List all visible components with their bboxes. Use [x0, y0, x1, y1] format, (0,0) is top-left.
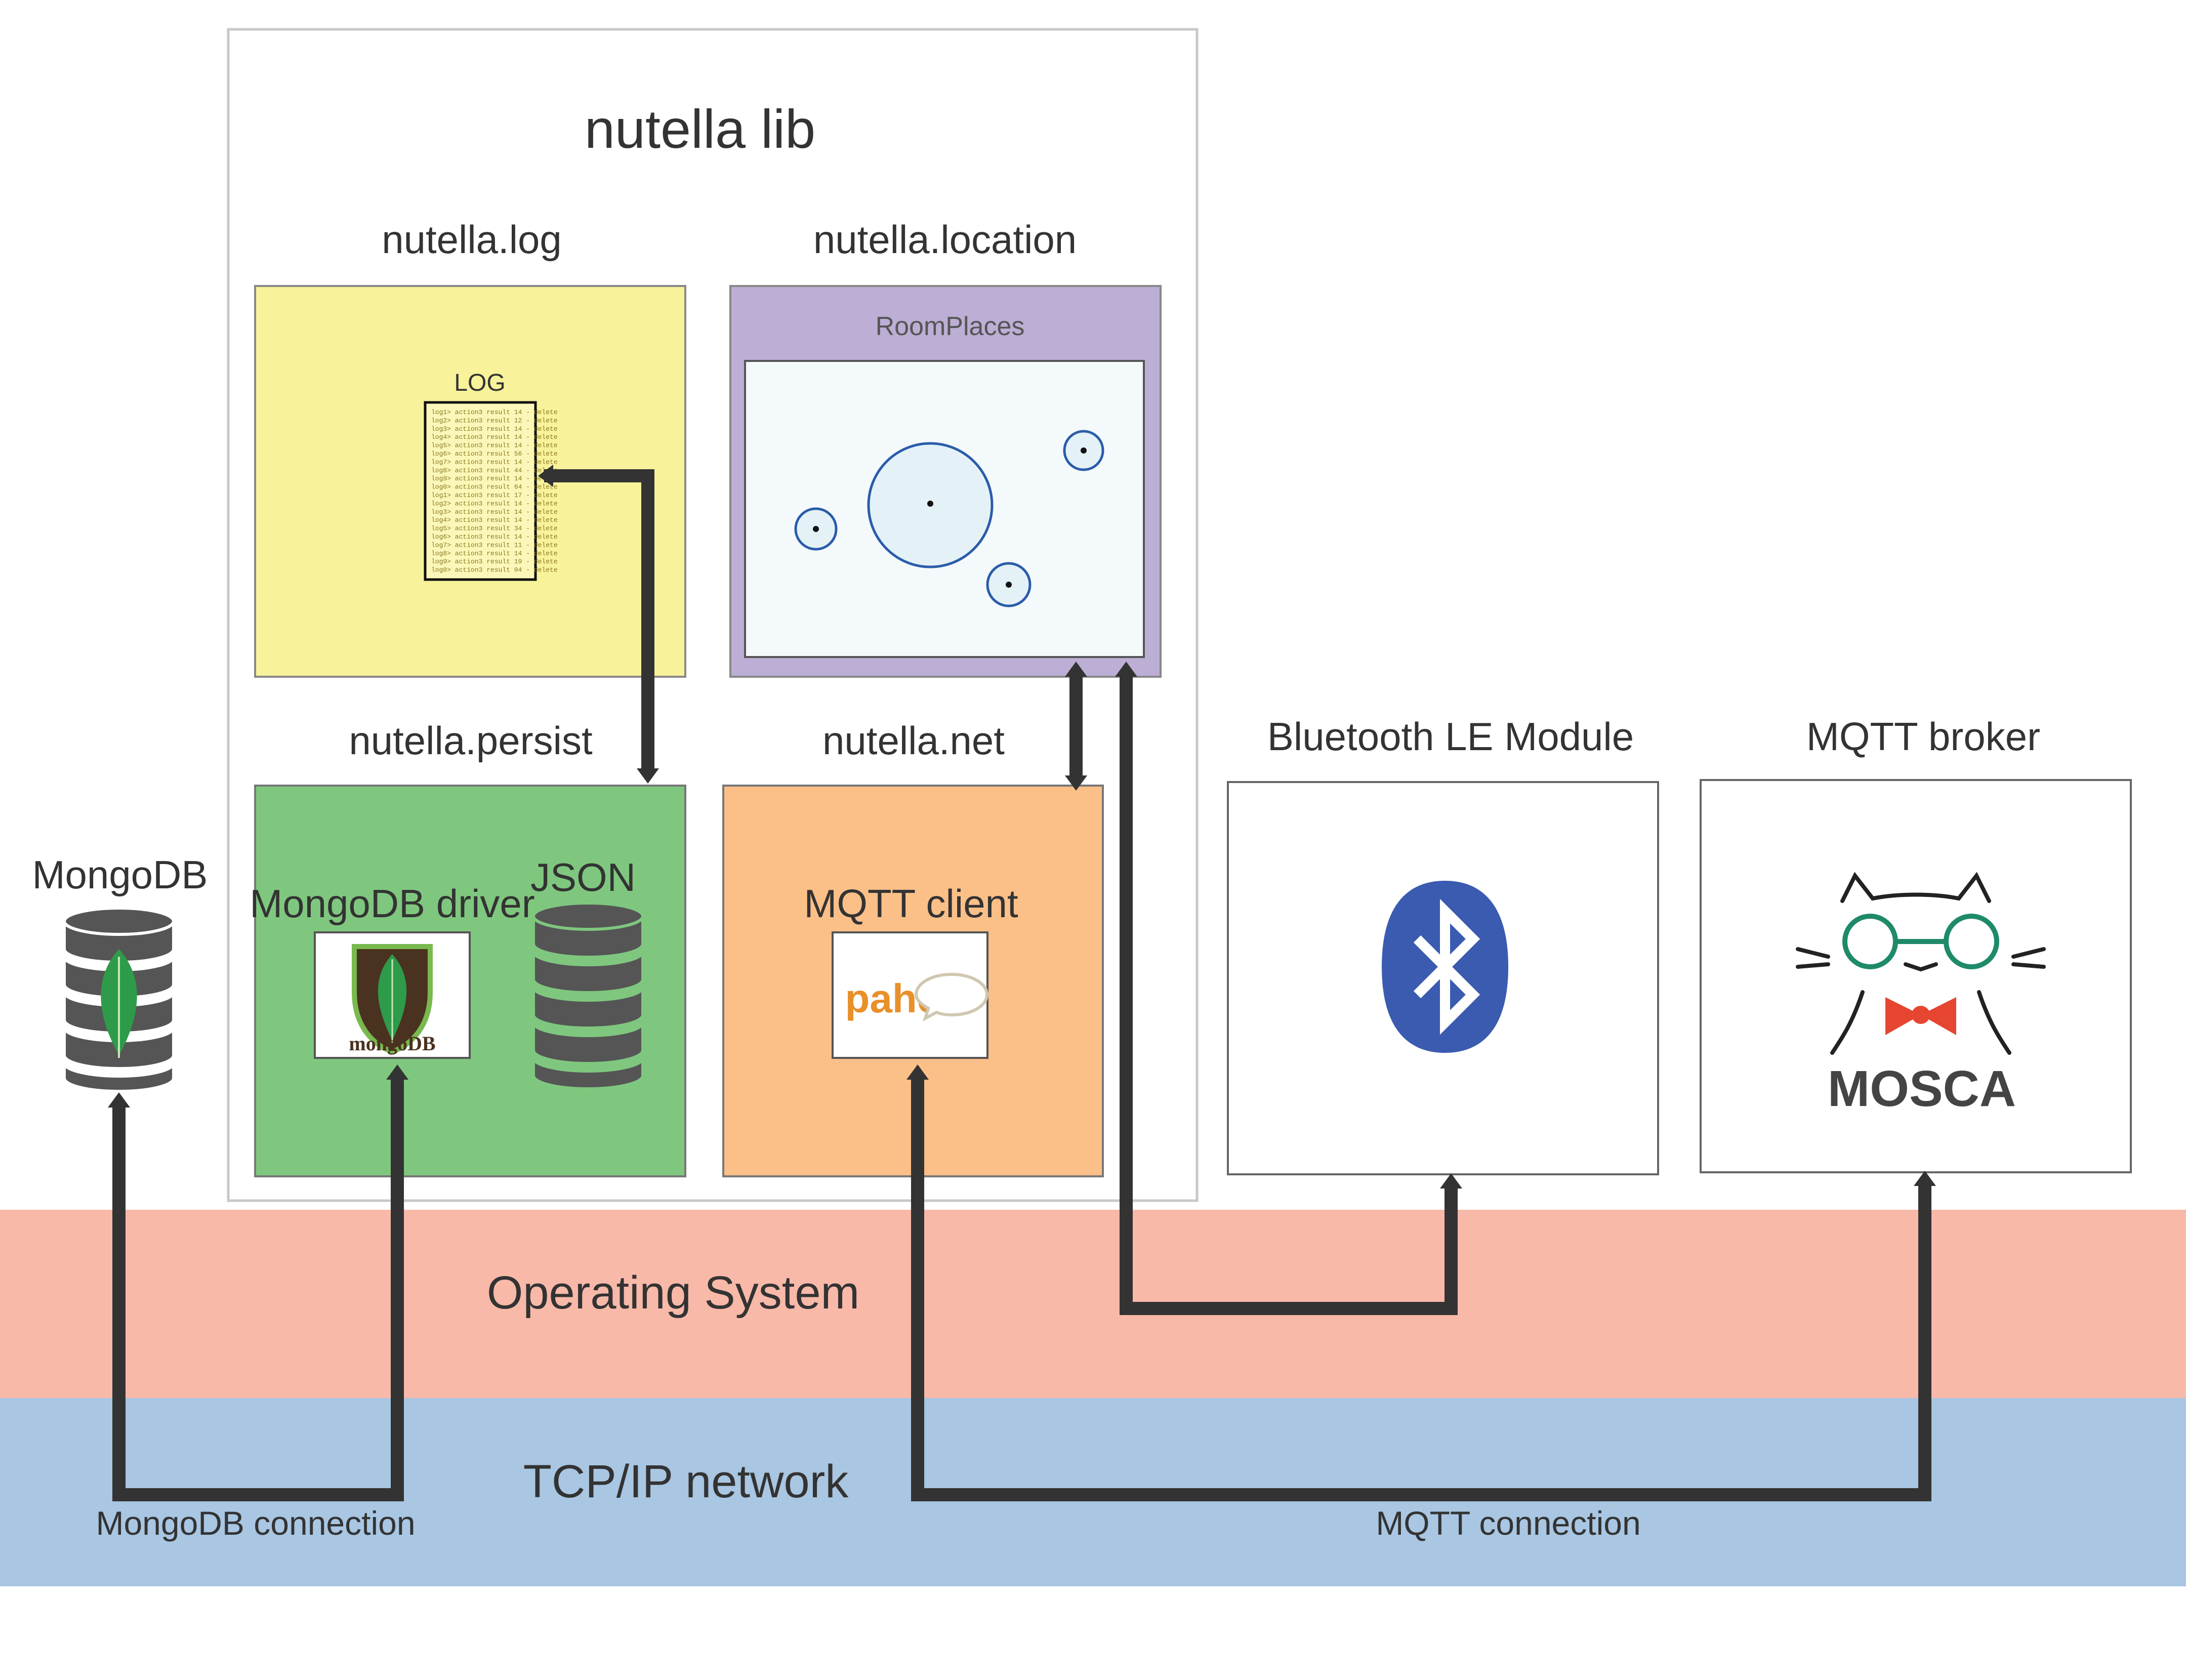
broker-module-title: MQTT broker [1806, 714, 2040, 759]
log-line: log1> action3 result 17 - delete [431, 491, 558, 499]
net-module-title: nutella.net [822, 718, 1005, 763]
log-line: log4> action3 result 14 - delete [431, 433, 558, 441]
mongodb-connection-label: MongoDB connection [96, 1504, 415, 1542]
arrowhead-location-bt [1115, 662, 1137, 677]
mongodb-driver-label: MongoDB driver [250, 881, 535, 926]
mongodb-external-label: MongoDB [32, 852, 208, 897]
log-line: log6> action3 result 56 - delete [431, 450, 558, 458]
log-panel [424, 401, 537, 581]
place-center-dot-small-bottom [1006, 582, 1012, 588]
connector-location-bluetooth [1120, 673, 1458, 1315]
log-line: log7> action3 result 11 - delete [431, 541, 558, 549]
mongodb-database-icon [63, 907, 175, 1093]
mqtt-client-label: MQTT client [804, 881, 1018, 926]
operating-system-label: Operating System [487, 1267, 859, 1319]
arrowhead-bluetooth [1440, 1173, 1462, 1189]
bluetooth-icon [1382, 881, 1508, 1053]
log-line: log3> action3 result 14 - delete [431, 508, 558, 516]
arrowhead-paho [906, 1064, 929, 1080]
log-line: log0> action3 result 64 - delete [431, 483, 558, 491]
broker-module [1700, 779, 2132, 1173]
log-line: log5> action3 result 14 - delete [431, 442, 558, 449]
connector-arrowheads [108, 465, 1936, 1189]
log-line: log7> action3 result 14 - delete [431, 458, 558, 466]
log-line: log8> action3 result 14 - delete [431, 550, 558, 557]
arrowhead-net [1065, 775, 1087, 791]
mosca-bowtie-icon [1885, 997, 1956, 1035]
log-line: log2> action3 result 12 - delete [431, 417, 558, 424]
mongodb-driver-leaf-icon [352, 944, 433, 1055]
log-module-title: nutella.log [382, 217, 562, 262]
nutella-lib-title: nutella lib [585, 98, 815, 159]
connector-mongodb [112, 1076, 404, 1501]
operating-system-band [0, 1210, 2186, 1398]
mosca-logo-text: MOSCA [1828, 1060, 2016, 1117]
arrowhead-location-top [1065, 662, 1087, 677]
place-center-dot-small-left [813, 526, 819, 532]
location-module-title: nutella.location [813, 217, 1077, 262]
connector-mqtt [911, 1076, 1931, 1501]
mongodb-leaf-icon [101, 949, 137, 1058]
log-line: log2> action3 result 14 - delete [431, 500, 558, 507]
log-line: log0> action3 result 04 - delete [431, 566, 558, 574]
persist-module-title: nutella.persist [349, 718, 593, 763]
arrowhead-persist [637, 768, 659, 784]
connector-log-persist [544, 469, 654, 772]
mongodb-driver-logo-text: mongoDB [349, 1032, 435, 1055]
json-label: JSON [530, 855, 636, 899]
log-line: log5> action3 result 34 - delete [431, 525, 558, 532]
log-line: log8> action3 result 44 - delete [431, 467, 558, 474]
connectors [112, 469, 1931, 1501]
bluetooth-module-title: Bluetooth LE Module [1267, 714, 1634, 759]
mosca-cat-icon [1796, 872, 2046, 1055]
mqtt-connection-label: MQTT connection [1376, 1504, 1640, 1542]
place-center-dot-large [927, 501, 933, 507]
arrowhead-mongodb-external [108, 1092, 130, 1108]
log-line: log9> action3 result 19 - delete [431, 558, 558, 565]
log-line: log1> action3 result 14 - delete [431, 408, 558, 416]
paho-speech-bubble-icon [914, 972, 989, 1022]
network-label: TCP/IP network [523, 1456, 849, 1507]
log-inner-label: LOG [454, 370, 505, 396]
arrowhead-mongodb-driver [386, 1064, 408, 1080]
log-line: log9> action3 result 14 - delete [431, 475, 558, 482]
json-database-icon [532, 902, 644, 1090]
log-line: log4> action3 result 14 - delete [431, 516, 558, 524]
log-line: log6> action3 result 14 - delete [431, 533, 558, 541]
log-line: log3> action3 result 14 - delete [431, 425, 558, 433]
arrowhead-log [538, 465, 553, 487]
roomplaces-label: RoomPlaces [876, 312, 1025, 341]
place-center-dot-small-right [1081, 447, 1087, 454]
arrowhead-broker [1914, 1171, 1936, 1186]
